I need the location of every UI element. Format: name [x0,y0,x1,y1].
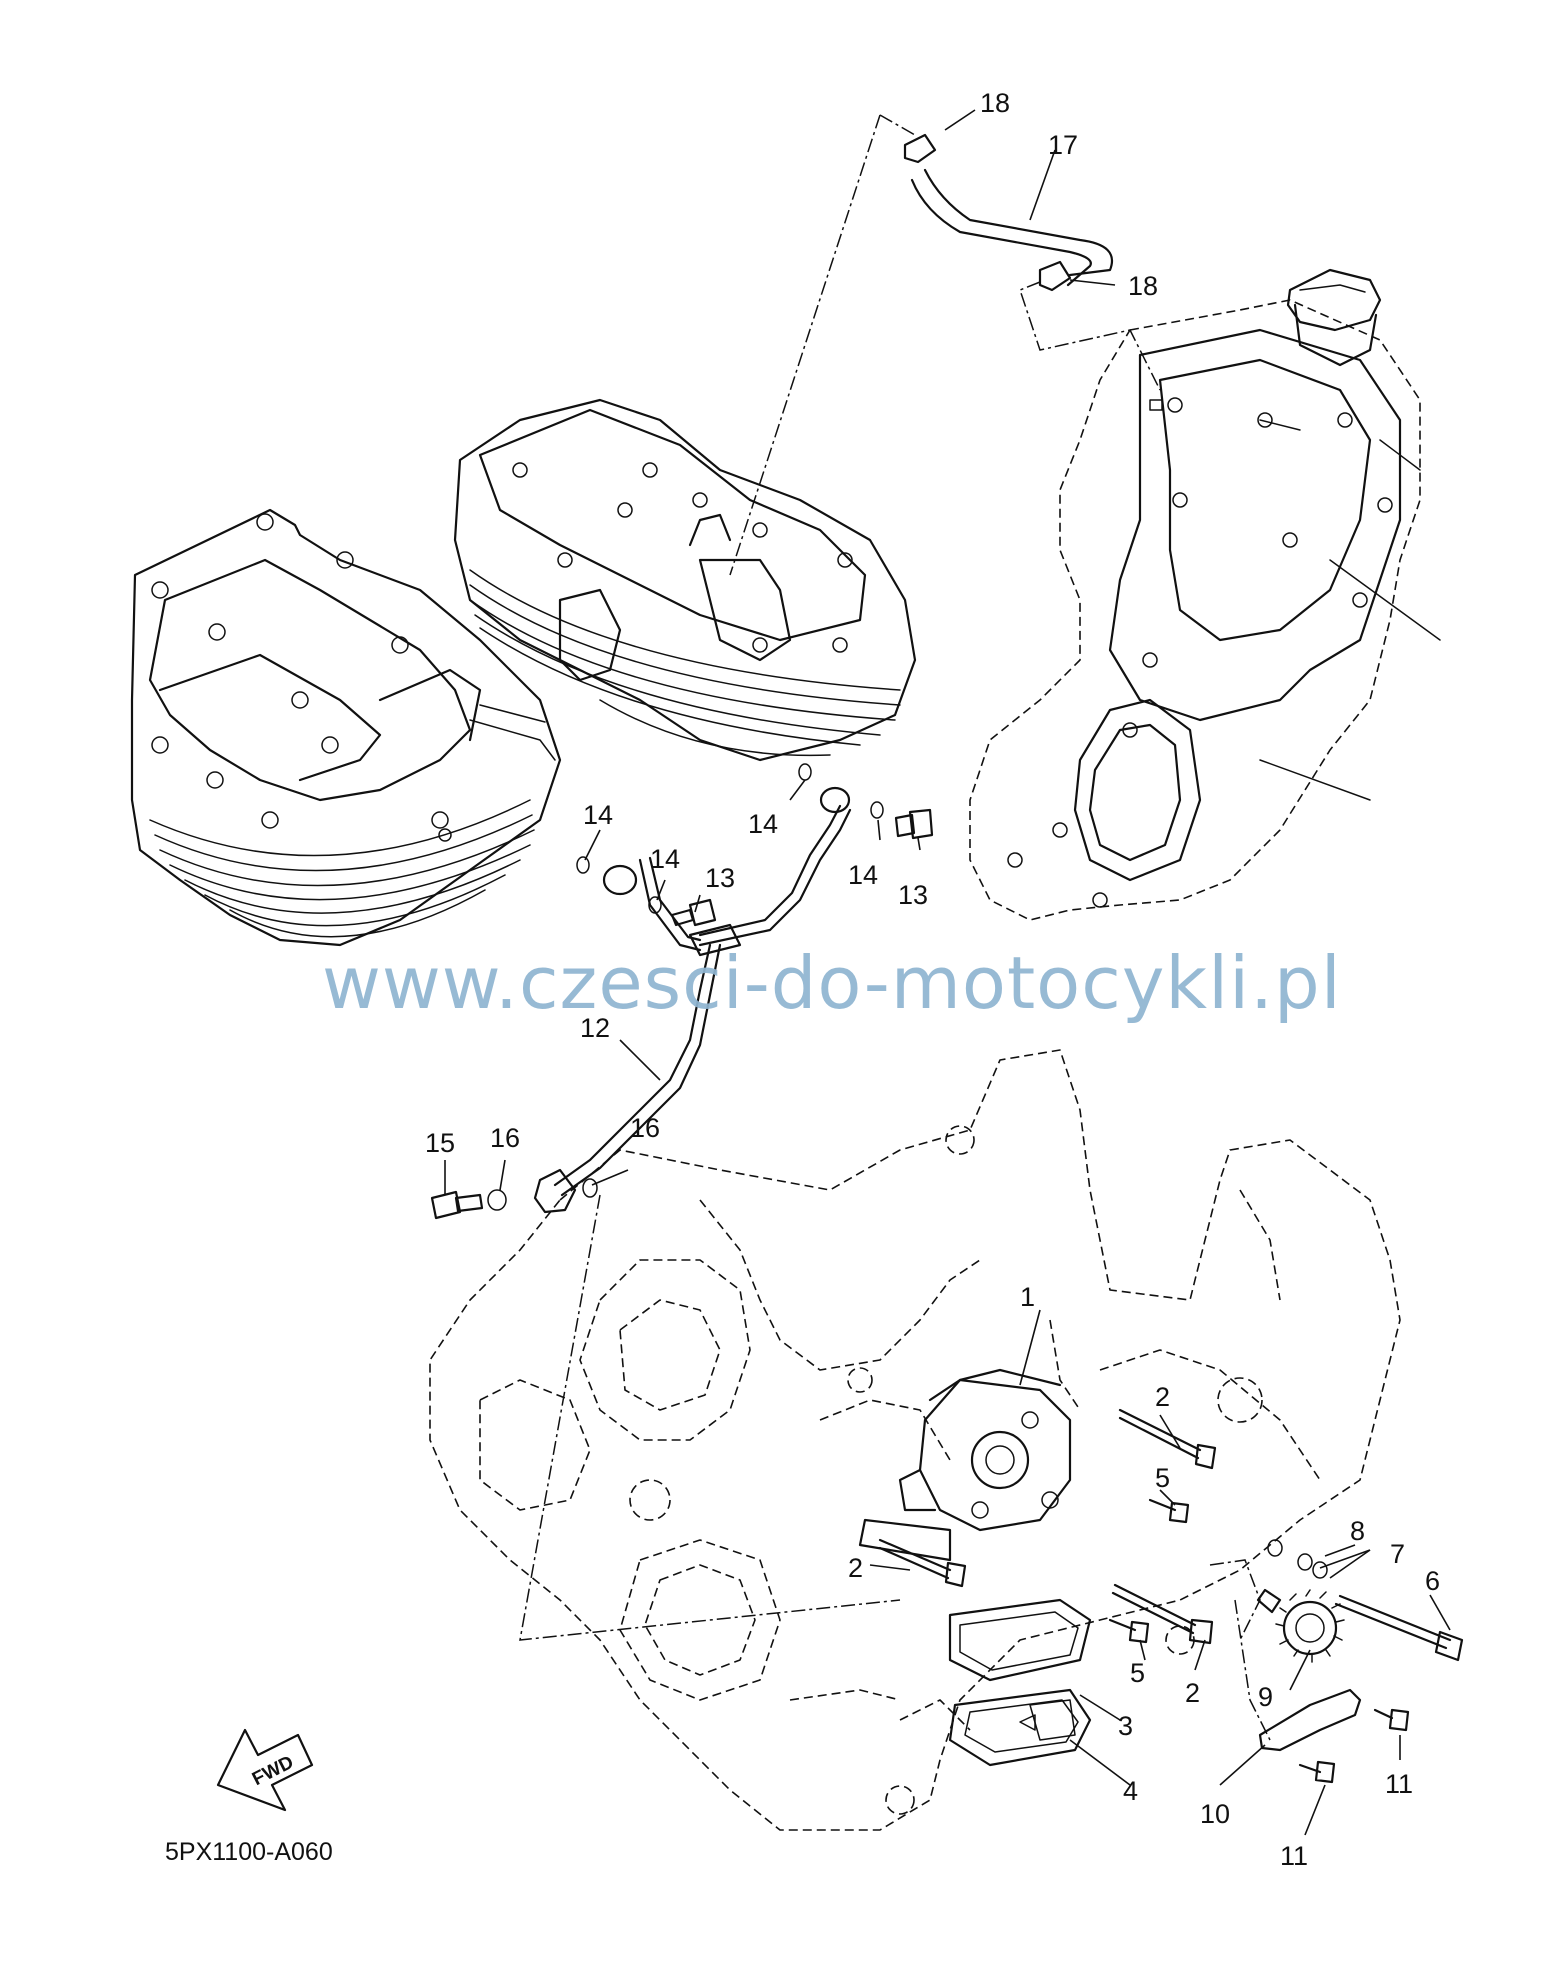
watermark: www.czesci-do-motocykli.pl [322,941,1342,1025]
rear-cylinder-head [453,398,917,762]
callout-13-b: 13 [898,880,928,910]
callout-11-right: 11 [1385,1769,1413,1799]
callout-4: 4 [1123,1776,1138,1806]
callout-13-a: 13 [705,863,735,893]
callout-18-top: 18 [980,88,1010,118]
union-bolts-and-gaskets [430,763,934,1220]
front-cylinder-head [130,508,562,947]
callout-7: 7 [1390,1539,1405,1569]
oil-pump-assy [858,1368,1072,1562]
pump-bolts [878,1408,1464,1662]
diagram-code: 5PX1100-A060 [165,1838,333,1866]
callout-14-b: 14 [650,844,680,874]
callout-3: 3 [1118,1711,1133,1741]
callout-2-upper: 2 [1155,1382,1170,1412]
callout-18-right: 18 [1128,271,1158,301]
crankcase-cover [969,268,1441,921]
strainer-and-gasket [948,1598,1092,1767]
callout-1: 1 [1020,1282,1035,1312]
callout-9: 9 [1258,1682,1273,1712]
callout-16-a: 16 [490,1123,520,1153]
drive-gear-and-plate [1256,1539,1410,1784]
fwd-arrow: FWD [216,1728,314,1812]
callout-labels: 18 17 18 14 14 13 14 14 13 12 15 16 16 1… [425,88,1440,1871]
callout-5-lower: 5 [1130,1658,1145,1688]
breather-hose [903,133,1113,292]
leader-lines [444,109,1451,1836]
callout-2-left: 2 [848,1553,863,1583]
callout-2-lower: 2 [1185,1678,1200,1708]
callout-15: 15 [425,1128,455,1158]
callout-14-a: 14 [583,800,613,830]
callout-10: 10 [1200,1799,1230,1829]
callout-14-c: 14 [748,809,778,839]
callout-5-upper: 5 [1155,1463,1170,1493]
callout-8: 8 [1350,1516,1365,1546]
callout-6: 6 [1425,1566,1440,1596]
callout-14-d: 14 [848,860,878,890]
callout-11-bottom: 11 [1280,1841,1308,1871]
crankcase [429,1049,1401,1831]
callout-16-b: 16 [630,1113,660,1143]
callout-12: 12 [580,1013,610,1043]
callout-17: 17 [1048,130,1078,160]
